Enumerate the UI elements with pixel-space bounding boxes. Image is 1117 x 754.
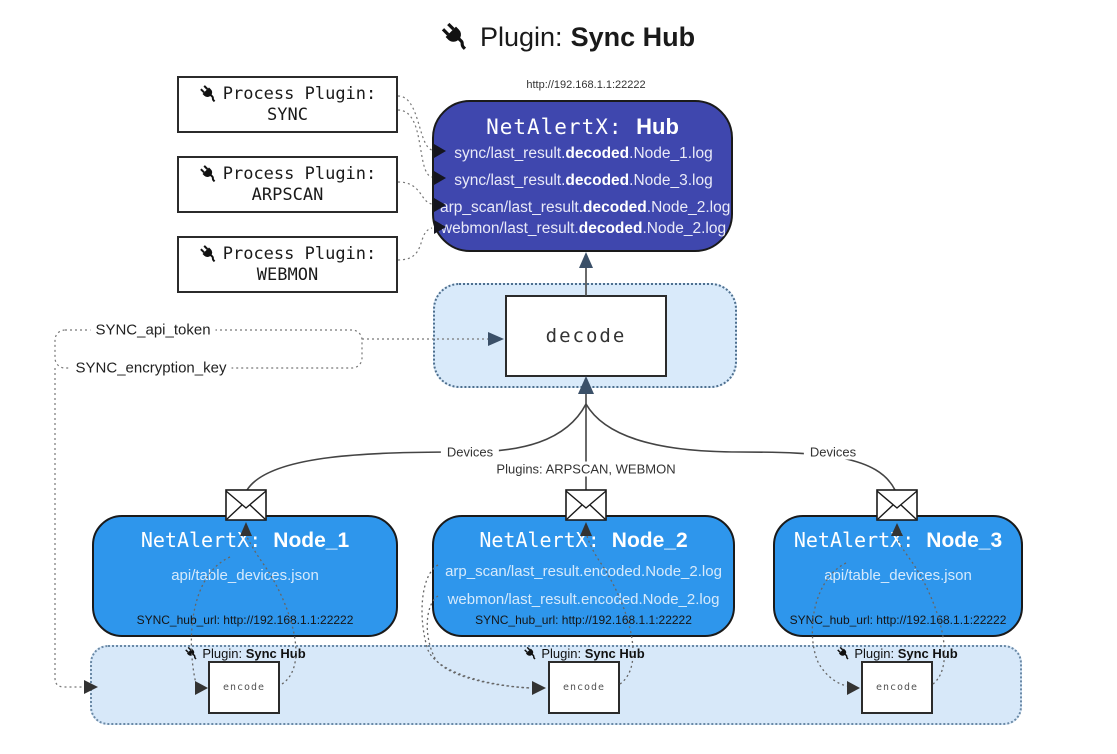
log-text: .Node_3.log [629,172,713,189]
process-plugin-label-row: Process Plugin: [199,244,377,264]
plug-icon [440,21,472,53]
plug-icon [199,84,219,104]
node-title: NetAlertX: Node_3 [775,528,1021,553]
connector-arpscan-line [397,181,433,205]
log-text-bold: decoded [565,145,630,162]
log-text: sync/last_result. [454,172,566,189]
bar-plugin-label: Plugin: Sync Hub [523,646,645,661]
devices-label-left: Devices [440,444,500,460]
plug-icon [184,646,199,661]
log-text: webmon/last_result. [440,220,579,237]
plug-icon [836,646,851,661]
bar-plugin-label: Plugin: Sync Hub [184,646,306,661]
process-plugin-label-row: Process Plugin: [199,84,377,104]
curve-node1 [246,403,587,491]
page-title-prefix: Plugin: [480,21,563,52]
connector-webmon-line [397,227,433,261]
plug-icon [199,244,219,264]
process-plugin-box-sync: Process Plugin: SYNC [177,76,398,133]
node-to-decode-curves [246,402,896,491]
token-to-bar-line [54,368,84,688]
node-file-line: arp_scan/last_result.encoded.Node_2.log [445,563,722,580]
log-text: .Node_1.log [629,145,713,162]
process-plugin-label: Process Plugin: [222,244,377,264]
plug-icon [199,164,219,184]
node-hub-url: SYNC_hub_url: http://192.168.1.1:22222 [789,613,1007,627]
node-file-line: api/table_devices.json [171,567,319,584]
encode-box: encode [208,661,280,714]
log-text-bold: decoded [565,172,630,189]
log-text: .Node_2.log [646,199,731,216]
log-text-bold: decoded [583,199,647,216]
node-title: NetAlertX: Node_1 [94,528,396,553]
bar-plugin-label-prefix: Plugin: [202,646,246,661]
plug-icon [523,646,538,661]
node-title-prefix: NetAlertX: [140,528,274,552]
encode-box: encode [861,661,933,714]
node-title-name: Node_3 [926,529,1003,552]
node-hub-url: SYNC_hub_url: http://192.168.1.1:22222 [475,613,692,627]
log-text-bold: decoded [578,220,643,237]
bar-plugin-label-name: Sync Hub [897,646,958,661]
log-text: .Node_2.log [642,220,727,237]
log-text: sync/last_result. [454,145,566,162]
plugins-label-center: Plugins: ARPSCAN, WEBMON [490,461,682,477]
encode-box: encode [548,661,620,714]
bar-plugin-label-prefix: Plugin: [541,646,585,661]
decode-box: decode [505,295,667,377]
node-file-line: api/table_devices.json [824,567,972,584]
bar-plugin-label-name: Sync Hub [584,646,645,661]
log-text: arp_scan/last_result. [440,199,584,216]
node-title: NetAlertX: Node_2 [434,528,733,553]
process-plugin-name: WEBMON [256,265,319,285]
connector-sync-line1 [397,95,433,151]
node-box-node3: NetAlertX: Node_3 api/table_devices.json… [773,515,1023,637]
hub-url-label: http://192.168.1.1:22222 [526,79,646,91]
hub-log-line: sync/last_result.decoded.Node_1.log [440,145,727,163]
process-plugin-box-webmon: Process Plugin: WEBMON [177,236,398,293]
connector-sync-line2 [397,109,433,178]
page-title: Plugin: Sync Hub [440,18,695,56]
plugin-to-hub-connectors [397,95,433,261]
hub-box: NetAlertX: Hub sync/last_result.decoded.… [432,100,733,252]
process-plugin-label: Process Plugin: [222,164,377,184]
bar-plugin-label-name: Sync Hub [245,646,306,661]
page-title-name: Sync Hub [570,21,696,52]
process-plugin-label: Process Plugin: [222,84,377,104]
arrowhead-icon [579,252,593,268]
node-title-prefix: NetAlertX: [479,528,612,552]
hub-log-line: arp_scan/last_result.decoded.Node_2.log [440,199,730,217]
node-box-node2: NetAlertX: Node_2 arp_scan/last_result.e… [432,515,735,637]
devices-label-right: Devices [803,444,863,460]
hub-log-line: webmon/last_result.decoded.Node_2.log [440,220,727,238]
hub-log-line: sync/last_result.decoded.Node_3.log [440,172,727,190]
bar-plugin-label: Plugin: Sync Hub [836,646,958,661]
process-plugin-name: ARPSCAN [251,185,324,205]
node-hub-url: SYNC_hub_url: http://192.168.1.1:22222 [136,613,354,627]
node-title-name: Node_1 [273,529,350,552]
node-file-line: webmon/last_result.encoded.Node_2.log [447,591,720,608]
process-plugin-box-arpscan: Process Plugin: ARPSCAN [177,156,398,213]
hub-title: NetAlertX: Hub [434,114,731,140]
sync-api-token-label: SYNC_api_token [90,321,216,339]
process-plugin-label-row: Process Plugin: [199,164,377,184]
hub-title-prefix: NetAlertX: [486,115,637,139]
sync-encryption-key-label: SYNC_encryption_key [70,359,232,377]
process-plugin-name: SYNC [267,105,308,125]
node-title-prefix: NetAlertX: [793,528,927,552]
bar-plugin-label-prefix: Plugin: [854,646,898,661]
node-box-node1: NetAlertX: Node_1 api/table_devices.json… [92,515,398,637]
node-title-name: Node_2 [611,529,688,552]
hub-title-name: Hub [636,114,679,139]
